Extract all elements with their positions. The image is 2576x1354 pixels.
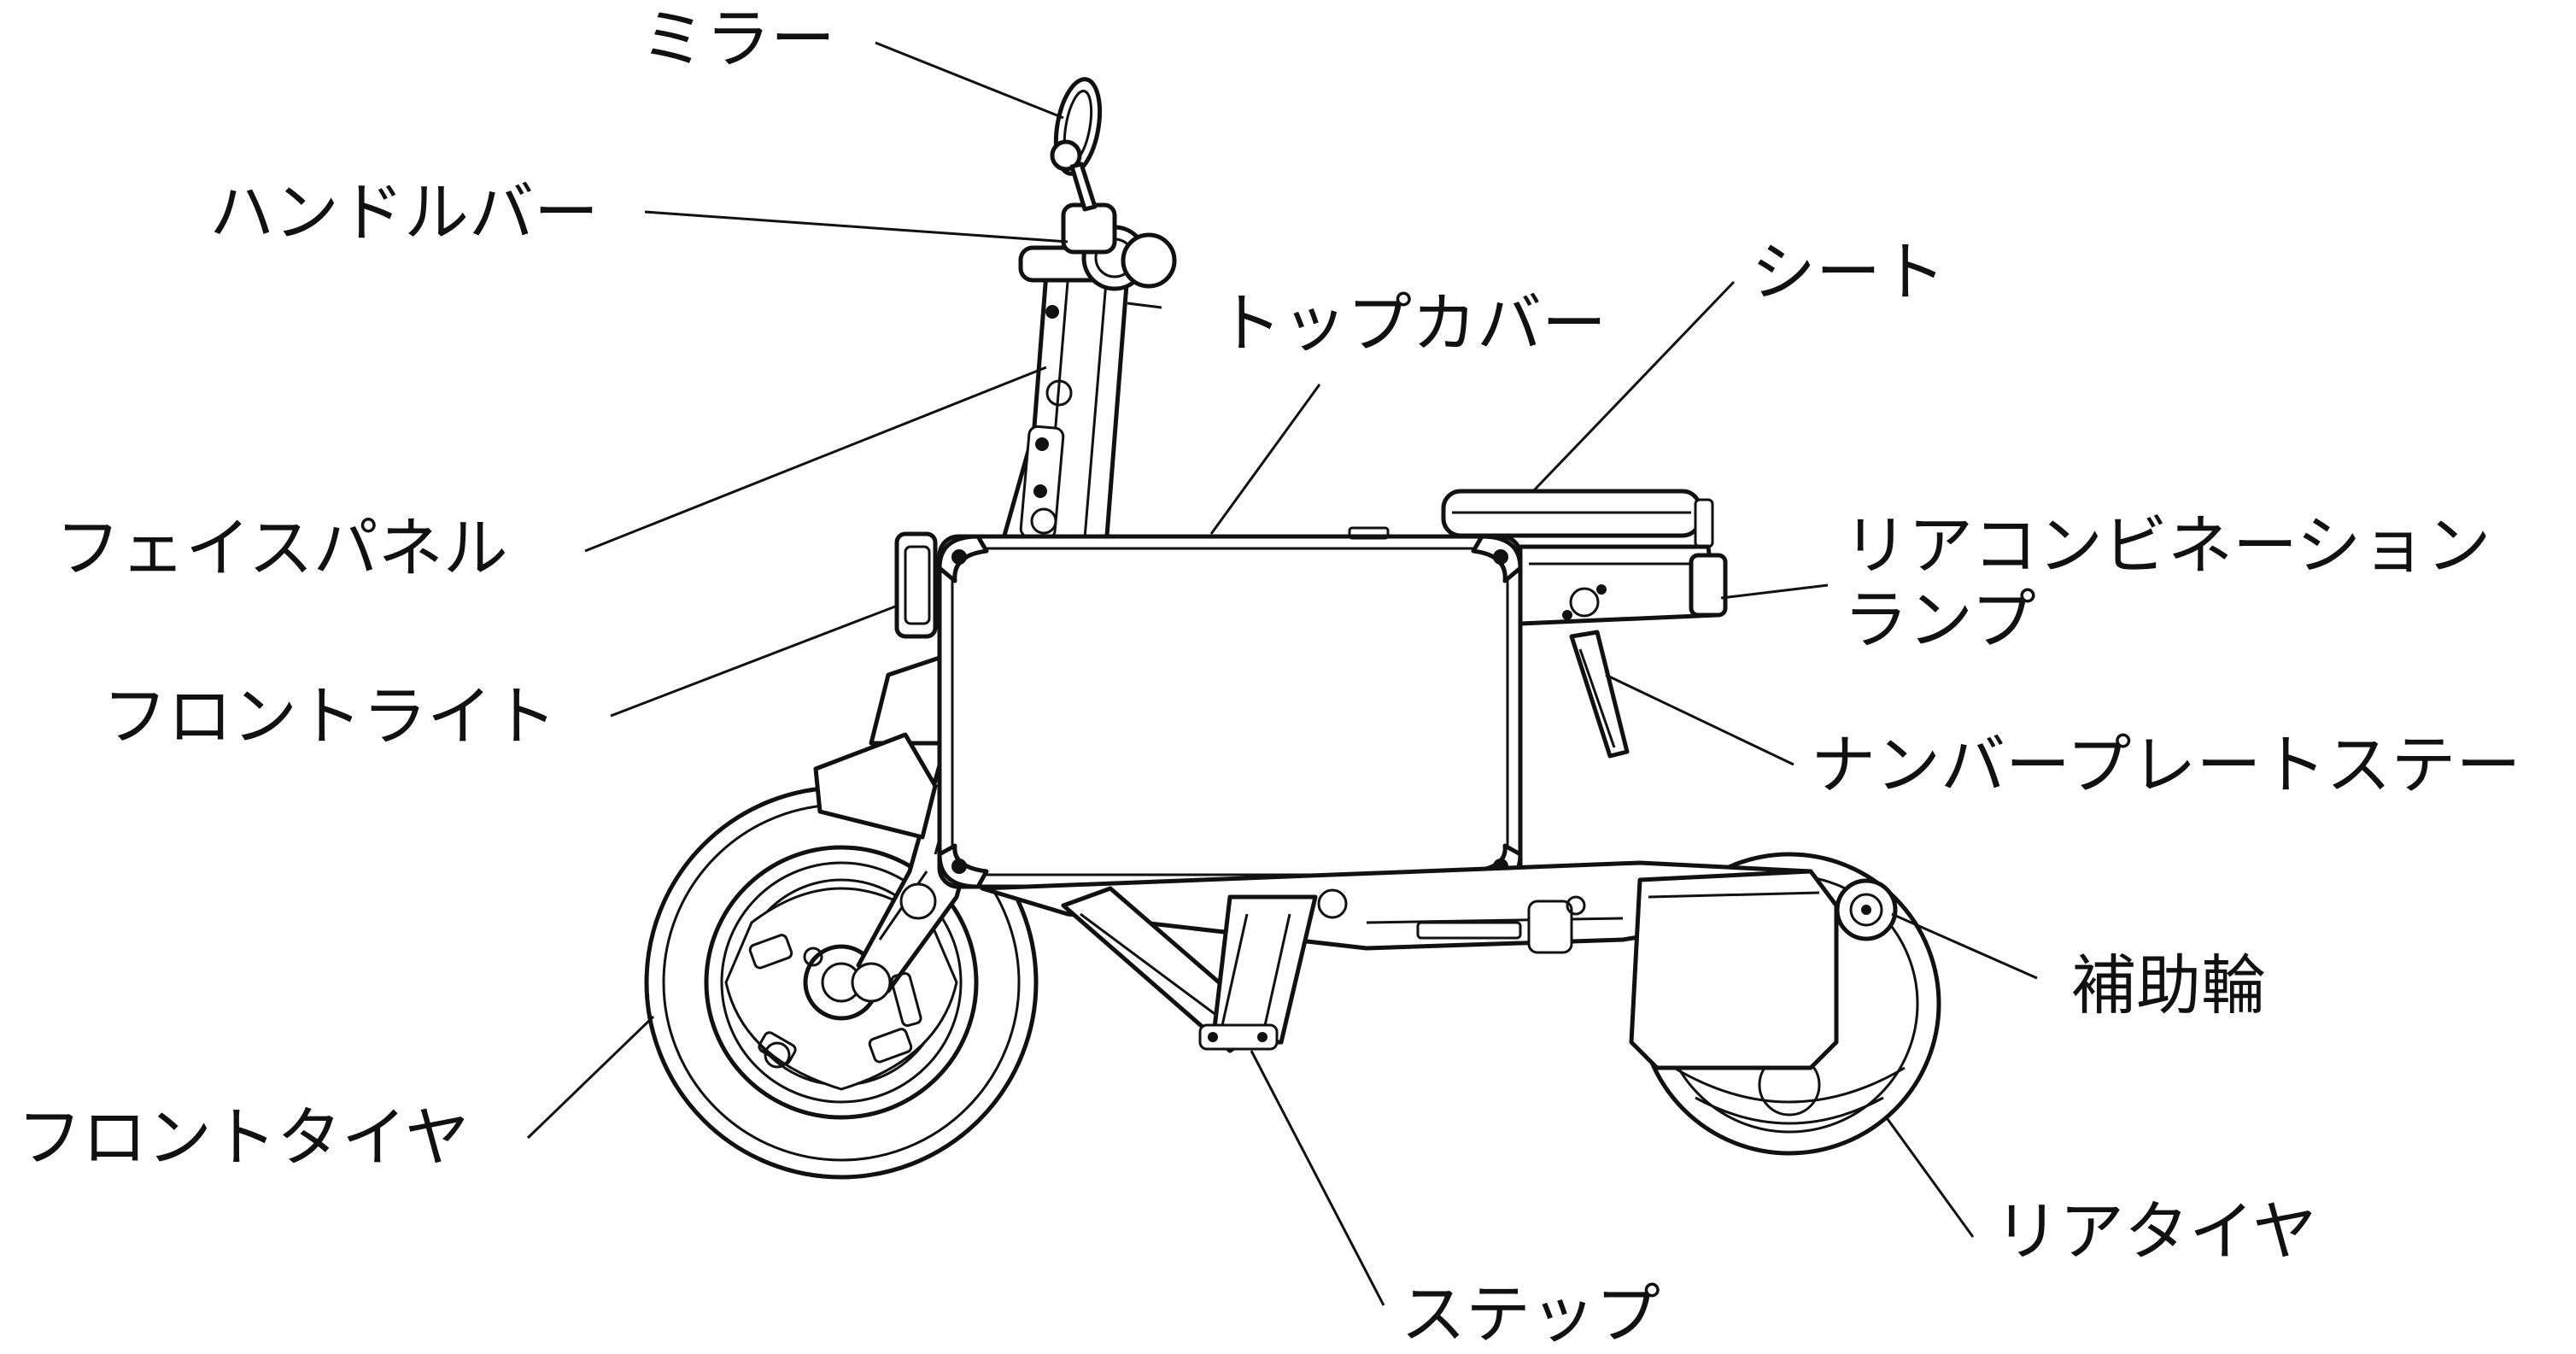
number-plate-stay-leader-line <box>1605 673 1794 766</box>
top-cover-leader-line <box>1209 384 1321 535</box>
scooter-illustration <box>644 77 1941 1180</box>
label-rear-combination-lamp-line2: ランプ <box>1843 582 2036 658</box>
step-leader-line <box>1250 1050 1385 1306</box>
step <box>1061 886 1348 1053</box>
auxiliary-wheel <box>1835 878 1898 941</box>
label-number-plate-stay: ナンバープレートステー <box>1811 727 2520 803</box>
label-rear-combination-lamp-line1: リアコンビネーション <box>1843 507 2491 583</box>
handle-post <box>1019 271 1162 549</box>
label-mirror: ミラー <box>641 1 835 77</box>
rear-lamp-leader-line <box>1720 583 1829 600</box>
front-light <box>813 531 946 840</box>
label-front-light: フロントライト <box>102 678 557 754</box>
leader-lines <box>526 41 2038 1306</box>
label-handlebar: ハンドルバー <box>209 174 599 250</box>
front-tire-leader-line <box>526 1015 655 1140</box>
rear-frame <box>1518 544 1728 626</box>
lower-frame <box>980 860 1830 954</box>
seat-leader-line <box>1531 280 1736 493</box>
seat <box>1441 489 1714 548</box>
top-cover-panel <box>937 526 1523 889</box>
rear-tire-leader-line <box>1886 1118 1975 1238</box>
label-top-cover: トップカバー <box>1217 285 1607 361</box>
handlebar-leader-line <box>644 210 1068 243</box>
label-seat: シート <box>1751 234 1946 310</box>
mirror-leader-line <box>875 41 1064 120</box>
front-light-leader-line <box>610 605 896 718</box>
face-panel-leader-line <box>584 366 1047 553</box>
mirror <box>1050 77 1103 212</box>
handlebar <box>1018 188 1177 291</box>
label-face-panel: フェイスパネル <box>56 510 508 586</box>
number-plate-stay <box>1569 630 1630 759</box>
rear-fender <box>1629 869 1839 1070</box>
label-front-tire: フロントタイヤ <box>17 1099 470 1175</box>
label-auxiliary-wheel: 補助輪 <box>2071 947 2266 1023</box>
label-rear-tire: リアタイヤ <box>1994 1193 2317 1269</box>
auxiliary-wheel-leader-line <box>1891 912 2038 980</box>
labels: ミラー ハンドルバー フェイスパネル フロントライト フロントタイヤ トップカバ… <box>17 1 2520 1352</box>
label-step: ステップ <box>1401 1276 1660 1352</box>
